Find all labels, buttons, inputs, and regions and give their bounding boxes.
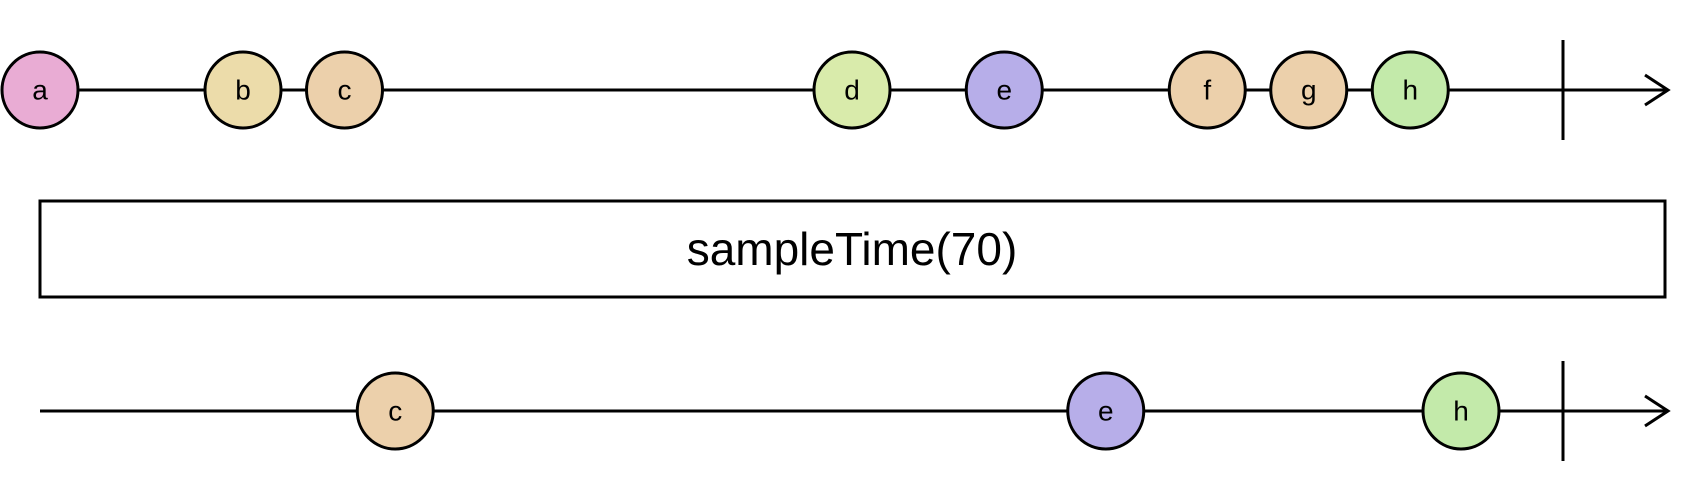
input-marble-d: d xyxy=(812,50,892,130)
input-marble-circle xyxy=(964,50,1044,130)
output-marble-h: h xyxy=(1421,371,1501,451)
input-marble-label: d xyxy=(844,75,860,106)
input-marble-label: g xyxy=(1301,75,1317,106)
input-marble-b: b xyxy=(203,50,283,130)
output-marble-label: h xyxy=(1453,396,1469,427)
operator-box xyxy=(38,199,1667,299)
input-marble-circle xyxy=(812,50,892,130)
input-marble-a: a xyxy=(0,50,80,130)
output-marble-label: e xyxy=(1098,396,1114,427)
input-marble-circle xyxy=(0,50,80,130)
operator-box-group: sampleTime(70) xyxy=(38,199,1667,299)
input-marble-label: e xyxy=(996,75,1012,106)
input-marble-circle xyxy=(305,50,384,130)
input-marble-h: h xyxy=(1370,50,1450,130)
input-marble-label: a xyxy=(32,75,48,106)
input-timeline: a b c d e f g h xyxy=(0,40,1671,140)
input-marble-circle xyxy=(203,50,283,130)
output-marble-circle xyxy=(1421,371,1501,451)
input-marble-label: c xyxy=(338,75,352,106)
input-marble-circle xyxy=(1269,50,1349,130)
output-marble-label: c xyxy=(388,396,402,427)
output-marble-circle xyxy=(1066,371,1146,451)
output-marble-e: e xyxy=(1066,371,1146,451)
input-marble-c: c xyxy=(305,50,384,130)
input-marble-label: h xyxy=(1402,75,1418,106)
input-marble-circle xyxy=(1370,50,1450,130)
input-timeline-arrowhead xyxy=(1644,73,1671,107)
output-marble-circle xyxy=(355,371,435,451)
input-marble-label: b xyxy=(235,75,251,106)
output-timeline-arrowhead xyxy=(1644,394,1671,428)
input-marble-g: g xyxy=(1269,50,1349,130)
input-marble-circle xyxy=(1167,50,1247,130)
input-marble-f: f xyxy=(1167,50,1247,130)
input-marble-label: f xyxy=(1203,75,1211,106)
input-marble-e: e xyxy=(964,50,1044,130)
input-marbles: a b c d e f g h xyxy=(0,50,1450,130)
output-marble-c: c xyxy=(355,371,435,451)
operator-label: sampleTime(70) xyxy=(687,223,1018,275)
